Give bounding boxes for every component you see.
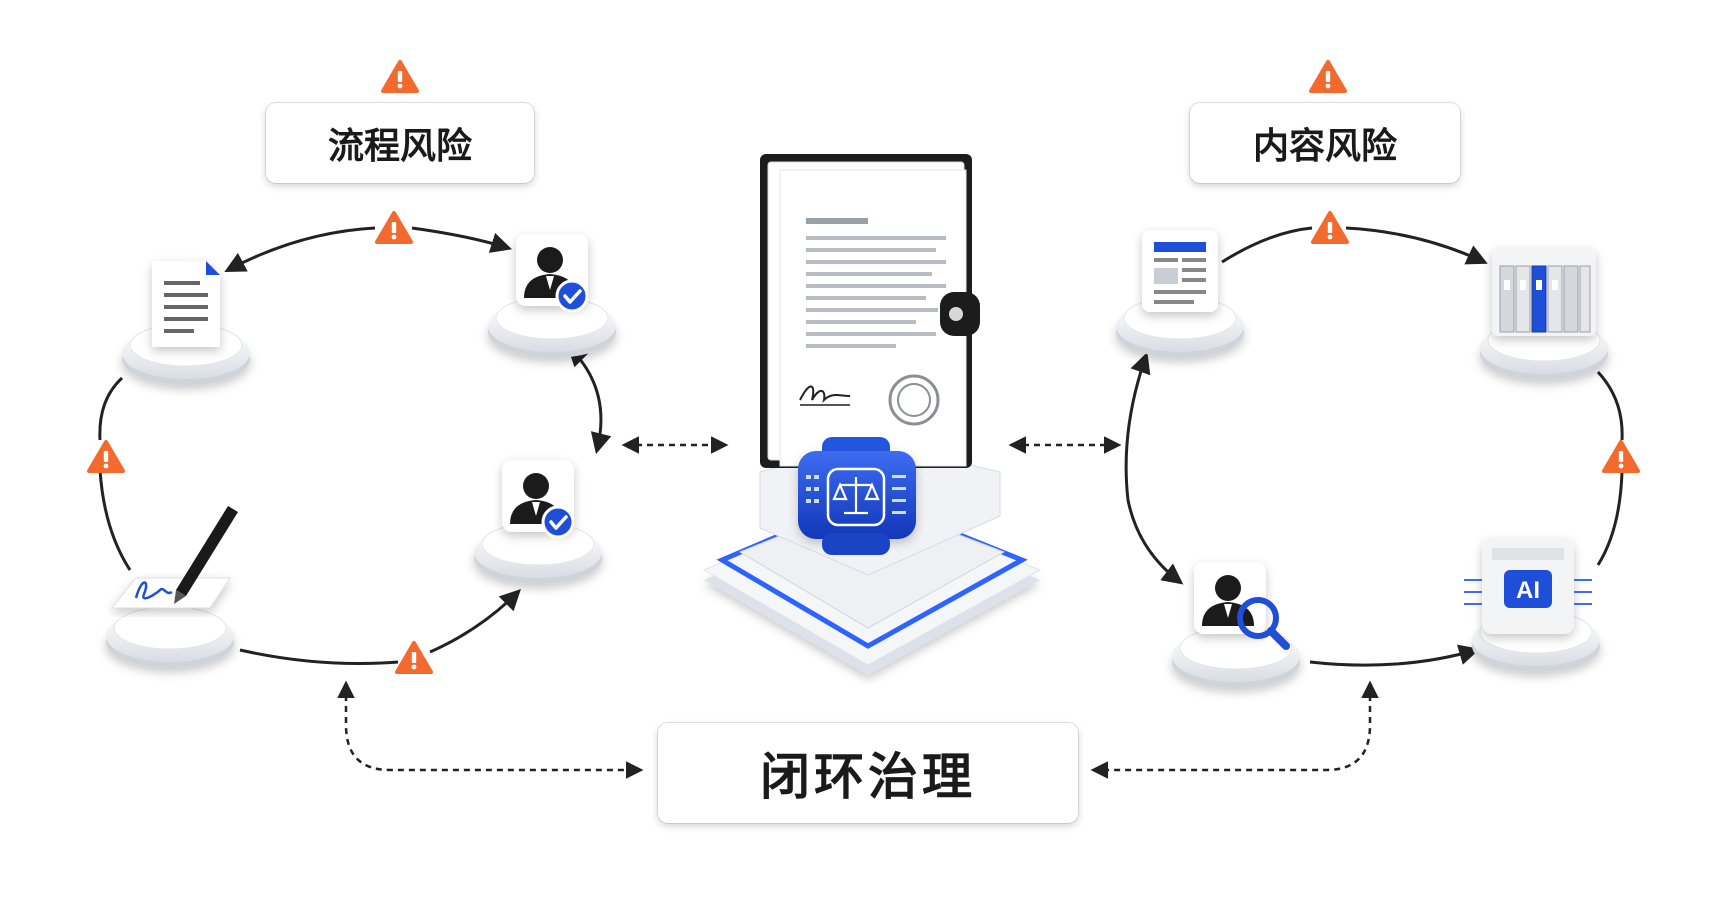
archive-binders-icon — [1492, 248, 1596, 336]
reviewer-search-icon — [1194, 562, 1290, 650]
document-node — [122, 261, 250, 385]
closed-loop-governance-label: 闭环治理 — [658, 723, 1078, 823]
content-risk-loop — [1124, 226, 1624, 667]
ai-label: AI — [1516, 577, 1540, 604]
check-icon — [555, 279, 589, 313]
signature-node — [106, 506, 238, 668]
warning-icon — [395, 641, 433, 674]
approver-node-top — [488, 234, 616, 358]
check-icon — [541, 505, 575, 539]
warning-icon — [381, 60, 419, 93]
warning-icon — [1311, 211, 1349, 244]
ai-chip-icon: AI — [1464, 538, 1592, 634]
process-risk-label: 流程风险 — [266, 103, 534, 183]
signature-icon — [110, 506, 238, 609]
center-hub — [621, 154, 1122, 675]
content-risk-label: 内容风险 — [1190, 103, 1460, 183]
report-icon — [1142, 230, 1218, 312]
warning-icon — [87, 440, 125, 473]
warning-icon — [1309, 60, 1347, 93]
report-node — [1116, 230, 1244, 358]
reviewer-node — [1172, 562, 1300, 688]
legal-scale-hub-icon — [798, 437, 916, 555]
contract-folder-icon — [760, 154, 980, 468]
document-icon — [152, 261, 220, 347]
archive-node — [1480, 248, 1608, 380]
approver-node-bottom — [474, 460, 602, 584]
warning-icon — [375, 211, 413, 244]
process-risk-loop — [98, 226, 612, 665]
warning-icon — [1602, 440, 1640, 473]
ai-node: AI — [1464, 538, 1600, 672]
